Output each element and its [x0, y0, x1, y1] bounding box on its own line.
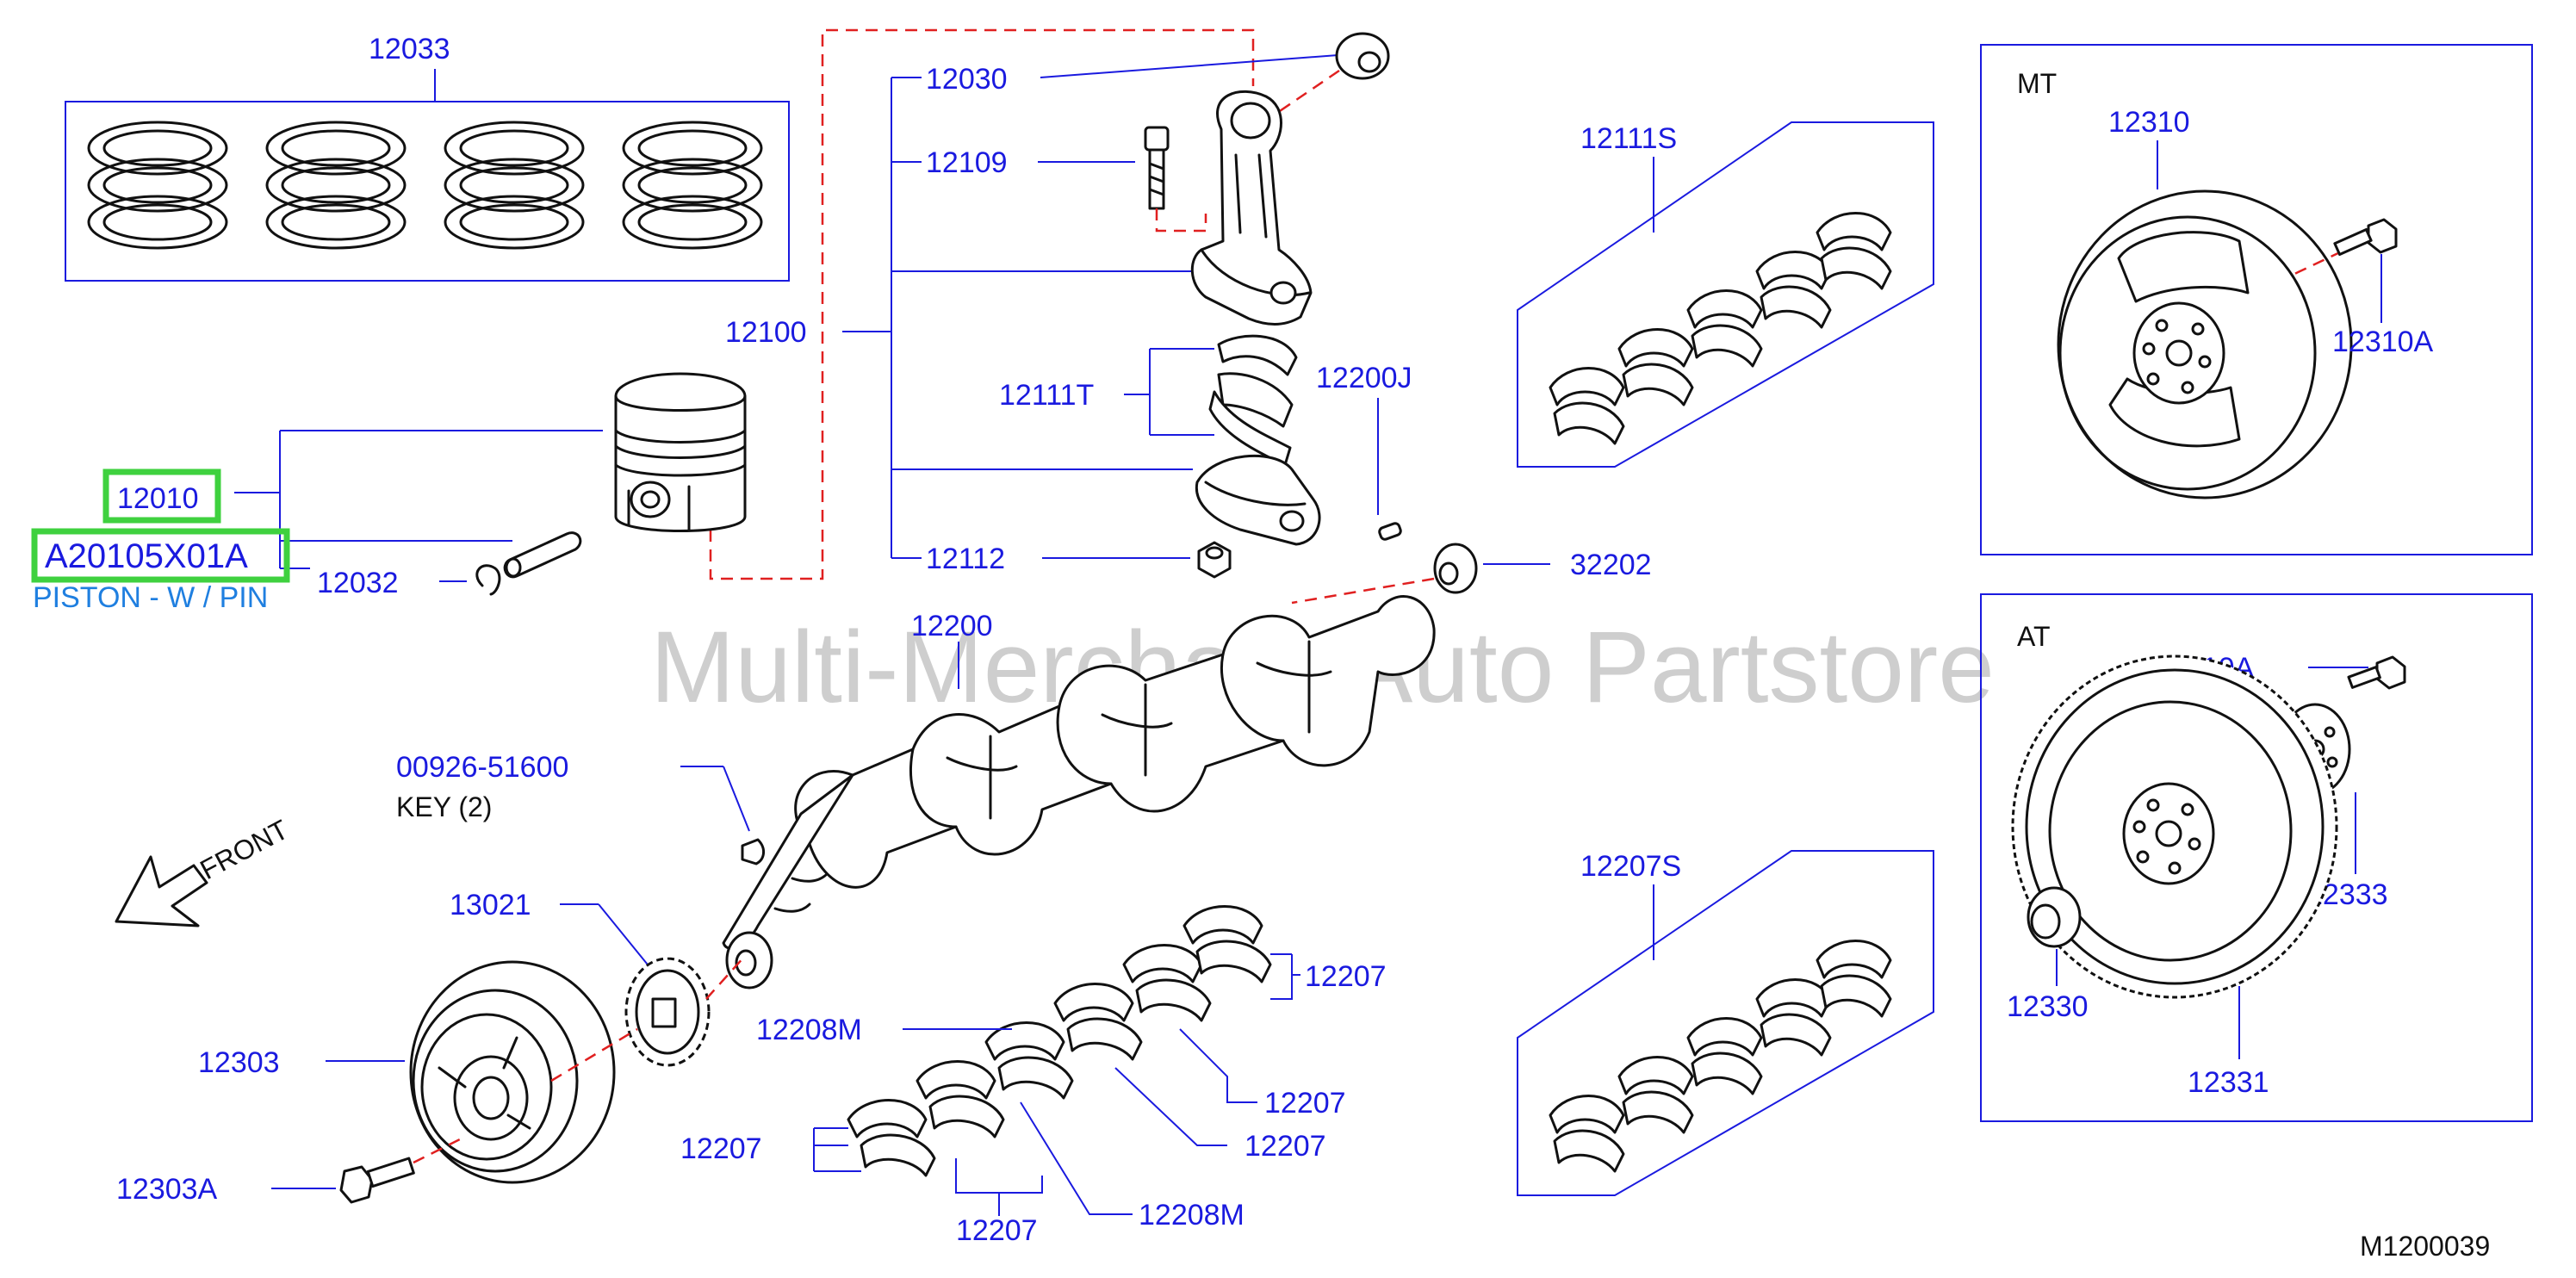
- part-label-12207-e[interactable]: 12207: [956, 1214, 1038, 1247]
- part-label-12303A[interactable]: 12303A: [116, 1173, 218, 1206]
- part-label-12030[interactable]: 12030: [926, 63, 1008, 96]
- at-group-label: AT: [2017, 621, 2051, 652]
- crankshaft-pulley[interactable]: [409, 960, 616, 1184]
- part-label-00926-51600[interactable]: 00926-51600: [396, 751, 568, 784]
- piston-ring-set[interactable]: [65, 69, 790, 282]
- part-label-12200J[interactable]: 12200J: [1316, 362, 1412, 394]
- drive-plate[interactable]: [2011, 655, 2338, 999]
- connecting-rod-cap[interactable]: [1195, 454, 1321, 546]
- connecting-rod-bolt[interactable]: [1144, 126, 1170, 210]
- at-driveplate-box: [1980, 593, 2533, 1122]
- part-label-12111S[interactable]: 12111S: [1580, 122, 1677, 155]
- piston-pin[interactable]: [503, 531, 582, 579]
- main-bearing-set-lower[interactable]: [847, 905, 1272, 1177]
- connecting-rod-nut[interactable]: [1197, 541, 1232, 579]
- piston[interactable]: [614, 372, 747, 532]
- flywheel[interactable]: [2057, 189, 2353, 499]
- pilot-bushing[interactable]: [1433, 543, 1478, 594]
- part-label-12207-d[interactable]: 12207: [680, 1132, 762, 1165]
- front-direction-arrow: [115, 855, 208, 927]
- part-label-12310A-mt[interactable]: 12310A: [2332, 326, 2434, 358]
- part-label-12200[interactable]: 12200: [911, 610, 993, 642]
- part-label-32202[interactable]: 32202: [1570, 549, 1652, 581]
- rod-bearing-pair[interactable]: [1208, 334, 1298, 467]
- flywheel-bolt-mt[interactable]: [2333, 218, 2398, 257]
- connecting-rod[interactable]: [1190, 90, 1313, 326]
- crankshaft-sprocket[interactable]: [624, 957, 711, 1067]
- key-description: KEY (2): [396, 791, 492, 822]
- diagram-id: M1200039: [2360, 1231, 2490, 1262]
- rod-bearing-set[interactable]: [1549, 212, 1892, 445]
- part-label-12310[interactable]: 12310: [2108, 106, 2190, 139]
- part-label-12207-b[interactable]: 12207: [1264, 1087, 1346, 1120]
- main-bearing-set[interactable]: [1549, 940, 1892, 1173]
- part-label-12208M-a[interactable]: 12208M: [756, 1014, 862, 1046]
- part-label-12207S[interactable]: 12207S: [1580, 850, 1681, 883]
- front-label: FRONT: [195, 814, 293, 886]
- piston-description: PISTON - W / PIN: [33, 581, 268, 614]
- woodruff-key[interactable]: [741, 838, 765, 865]
- part-label-A20105X01A[interactable]: A20105X01A: [45, 537, 248, 575]
- crankshaft-pulley-bolt[interactable]: [339, 1157, 415, 1204]
- assembly-guide-line: [709, 28, 1255, 580]
- highlight-12010: [102, 468, 221, 524]
- part-label-12109[interactable]: 12109: [926, 146, 1008, 179]
- part-label-12303[interactable]: 12303: [198, 1046, 280, 1079]
- part-label-12208M-b[interactable]: 12208M: [1139, 1199, 1245, 1231]
- drive-plate-bolt[interactable]: [2347, 655, 2406, 690]
- rod-bearing-set-box: [1517, 121, 1934, 468]
- part-label-12100[interactable]: 12100: [725, 316, 807, 349]
- part-label-12032[interactable]: 12032: [317, 567, 399, 599]
- mt-flywheel-box: [1980, 44, 2533, 555]
- crankshaft-dowel-pin[interactable]: [1378, 522, 1402, 541]
- crankshaft[interactable]: [722, 595, 1436, 990]
- part-label-12112[interactable]: 12112: [926, 543, 1005, 575]
- part-label-12111T[interactable]: 12111T: [999, 379, 1094, 412]
- drive-plate-spacer[interactable]: [2027, 886, 2082, 948]
- part-label-12330[interactable]: 12330: [2007, 990, 2089, 1023]
- main-bearing-set-box: [1517, 850, 1934, 1196]
- piston-pin-bushing[interactable]: [1335, 32, 1390, 80]
- part-label-12033[interactable]: 12033: [369, 33, 450, 65]
- part-label-12331[interactable]: 12331: [2188, 1066, 2269, 1099]
- part-label-13021[interactable]: 13021: [450, 889, 531, 921]
- part-label-12207-c[interactable]: 12207: [1245, 1130, 1326, 1163]
- part-label-12010[interactable]: 12010: [117, 482, 199, 515]
- snap-ring[interactable]: [475, 564, 501, 596]
- mt-group-label: MT: [2017, 68, 2057, 99]
- part-label-12207-a[interactable]: 12207: [1305, 960, 1387, 993]
- highlight-A20105X01A: [31, 528, 290, 583]
- connecting-rod-bracket: [842, 77, 1201, 559]
